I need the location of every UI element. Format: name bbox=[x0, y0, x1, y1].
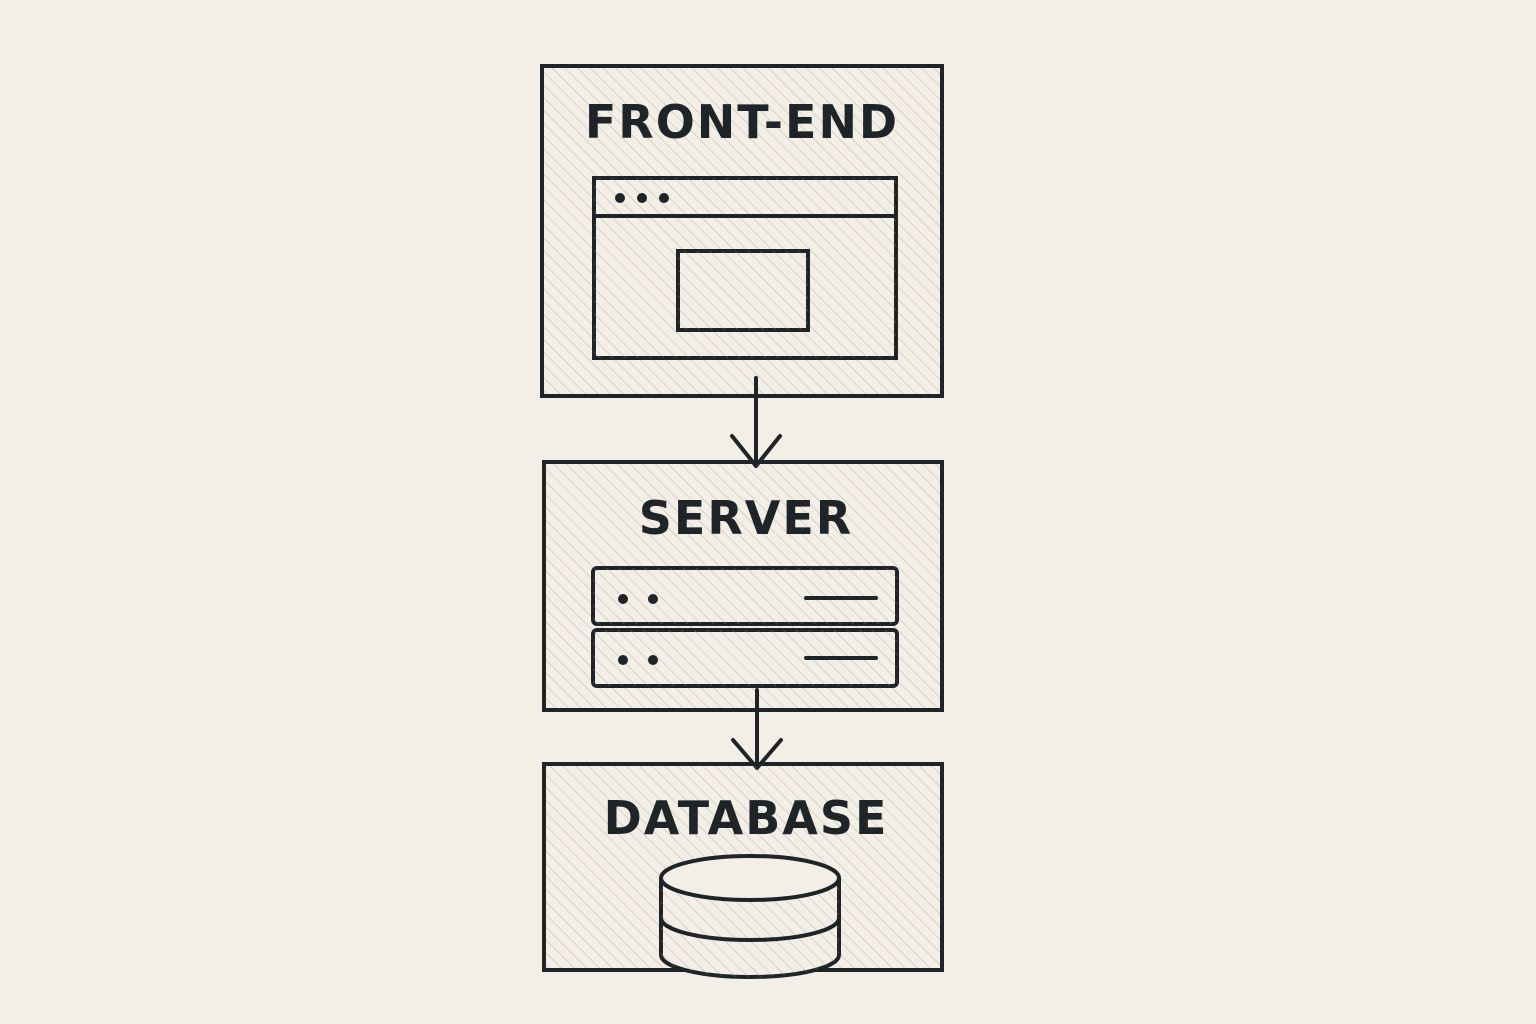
server-label: SERVER bbox=[639, 491, 853, 545]
server-rack-icon bbox=[591, 566, 899, 688]
browser-window-icon bbox=[592, 176, 898, 360]
database-box: DATABASE bbox=[542, 762, 944, 979]
front-end-label: FRONT-END bbox=[585, 95, 899, 149]
database-cylinder-icon bbox=[659, 854, 841, 979]
server-box: SERVER bbox=[542, 460, 944, 712]
database-label: DATABASE bbox=[604, 791, 889, 845]
front-end-box: FRONT-END bbox=[540, 64, 944, 398]
